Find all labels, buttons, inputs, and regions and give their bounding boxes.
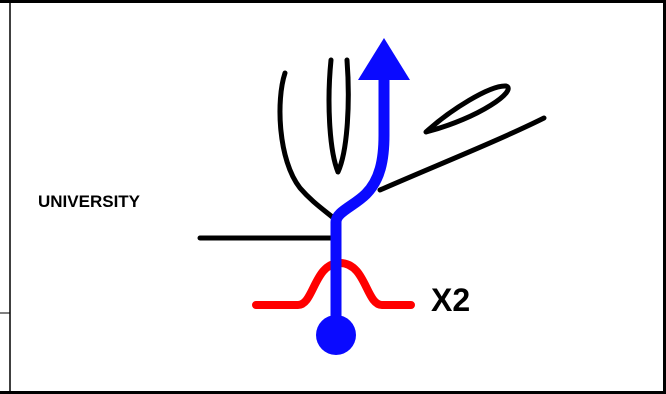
black-linework — [200, 60, 544, 238]
university-label: UNIVERSITY — [38, 192, 141, 211]
blue-arrow-origin-dot — [316, 315, 356, 355]
narrow-loop — [329, 60, 348, 172]
diagonal-branch-line — [380, 118, 544, 190]
blue-arrow-head — [358, 38, 410, 80]
blue-arrow-shaft — [336, 80, 384, 336]
x2-label: X2 — [431, 282, 470, 318]
leaf-loop — [426, 86, 508, 132]
